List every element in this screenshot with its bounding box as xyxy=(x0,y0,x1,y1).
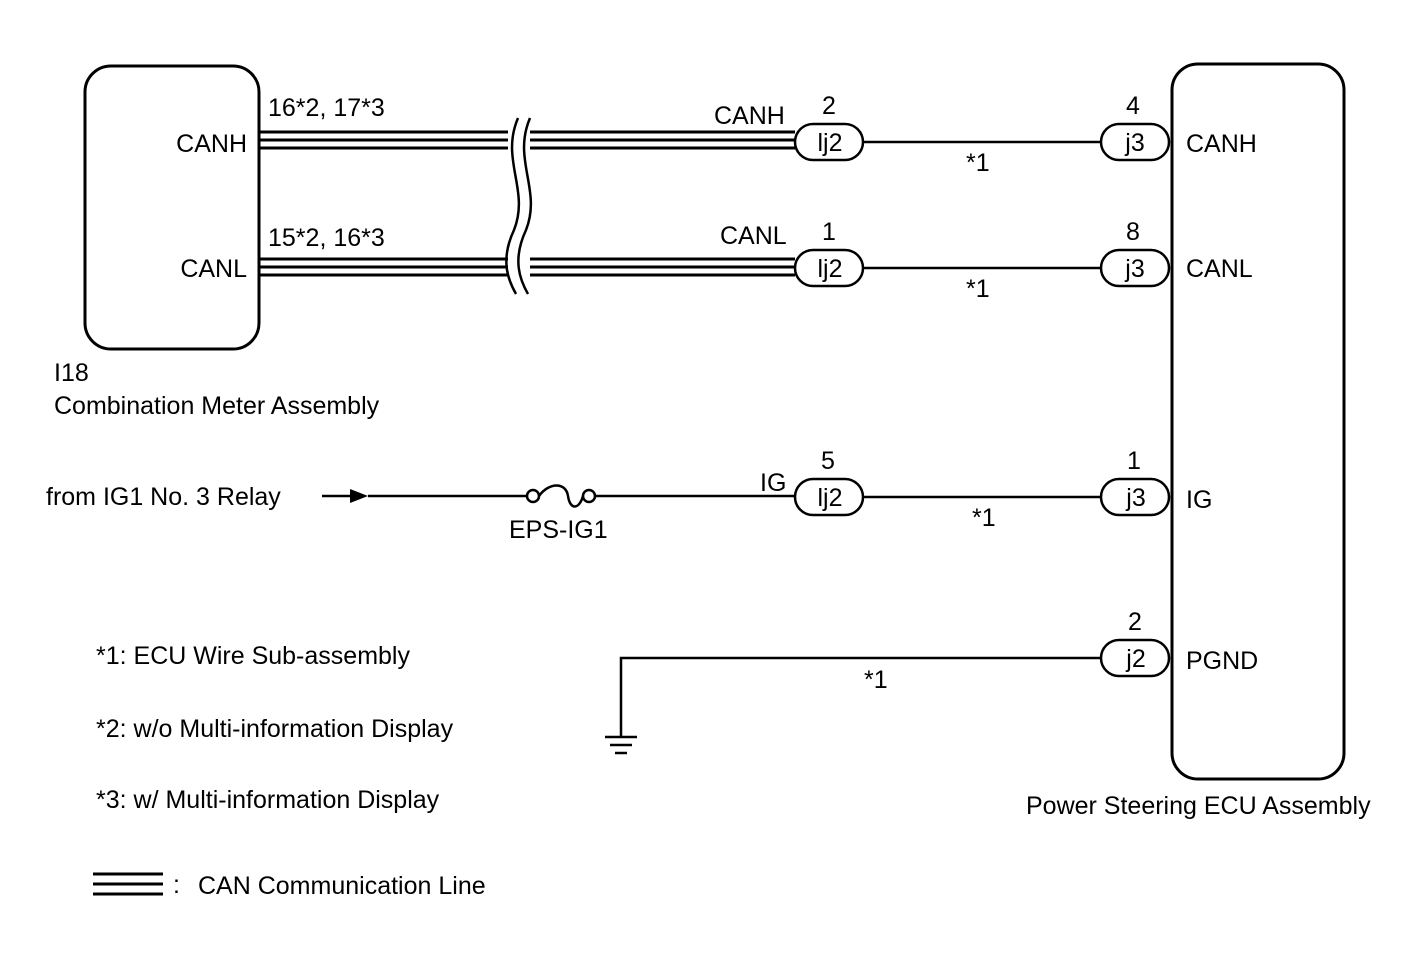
meter-name: Combination Meter Assembly xyxy=(54,392,380,420)
canh-tag: CANH xyxy=(714,102,785,130)
pgnd-wire-note: *1 xyxy=(864,666,888,694)
legend-colon: : xyxy=(173,871,180,899)
canh-pin-label: 16*2, 17*3 xyxy=(268,94,385,122)
j3-canl-pin: 8 xyxy=(1126,218,1140,246)
wire-break-mark xyxy=(505,117,533,296)
canl-tag: CANL xyxy=(720,222,787,250)
ecu-canh-label: CANH xyxy=(1186,130,1257,158)
meter-code: I18 xyxy=(54,359,89,387)
fuse-label: EPS-IG1 xyxy=(509,516,608,544)
can-line-legend-icon xyxy=(93,872,163,896)
lj2-canh-pin: 2 xyxy=(822,92,836,120)
j3-ig-code: j3 xyxy=(1125,484,1145,512)
meter-canl-label: CANL xyxy=(180,255,247,283)
j2-pgnd-connector xyxy=(1099,638,1171,678)
combination-meter-box xyxy=(83,64,261,351)
ig-wire-note: *1 xyxy=(972,504,996,532)
note-1: *1: ECU Wire Sub-assembly xyxy=(96,642,410,670)
note-2: *2: w/o Multi-information Display xyxy=(96,715,454,743)
j2-pgnd-pin: 2 xyxy=(1128,608,1142,636)
arrow-right-icon xyxy=(350,489,368,503)
j3-ig-pin: 1 xyxy=(1127,447,1141,475)
ig-tag: IG xyxy=(760,469,786,497)
canl-wire-note: *1 xyxy=(966,275,990,303)
ground-icon xyxy=(605,735,637,755)
pgnd-wire xyxy=(619,656,1101,736)
note-3: *3: w/ Multi-information Display xyxy=(96,786,440,814)
j3-ig-connector xyxy=(1099,477,1171,517)
j3-canh-connector xyxy=(1099,122,1171,162)
canl-pin-label: 15*2, 16*3 xyxy=(268,224,385,252)
meter-canh-label: CANH xyxy=(176,130,247,158)
legend-text: CAN Communication Line xyxy=(198,872,486,900)
j3-canh-pin: 4 xyxy=(1126,92,1140,120)
j3-canl-code: j3 xyxy=(1124,255,1144,283)
source-text: from IG1 No. 3 Relay xyxy=(46,483,281,511)
ecu-pgnd-label: PGND xyxy=(1186,647,1258,675)
lj2-canl-pin: 1 xyxy=(822,218,836,246)
lj2-ig-code: lj2 xyxy=(817,484,842,512)
j2-pgnd-code: j2 xyxy=(1125,645,1145,673)
ecu-canl-label: CANL xyxy=(1186,255,1253,283)
fuse-icon xyxy=(525,484,597,508)
lj2-canl-code: lj2 xyxy=(817,255,842,283)
power-steering-ecu-box xyxy=(1170,62,1346,781)
ecu-ig-label: IG xyxy=(1186,486,1212,514)
j3-canl-connector xyxy=(1099,248,1171,288)
ecu-name: Power Steering ECU Assembly xyxy=(1026,792,1371,820)
canh-wire-note: *1 xyxy=(966,149,990,177)
j3-canh-code: j3 xyxy=(1124,129,1144,157)
lj2-canh-code: lj2 xyxy=(817,129,842,157)
lj2-ig-pin: 5 xyxy=(821,447,835,475)
